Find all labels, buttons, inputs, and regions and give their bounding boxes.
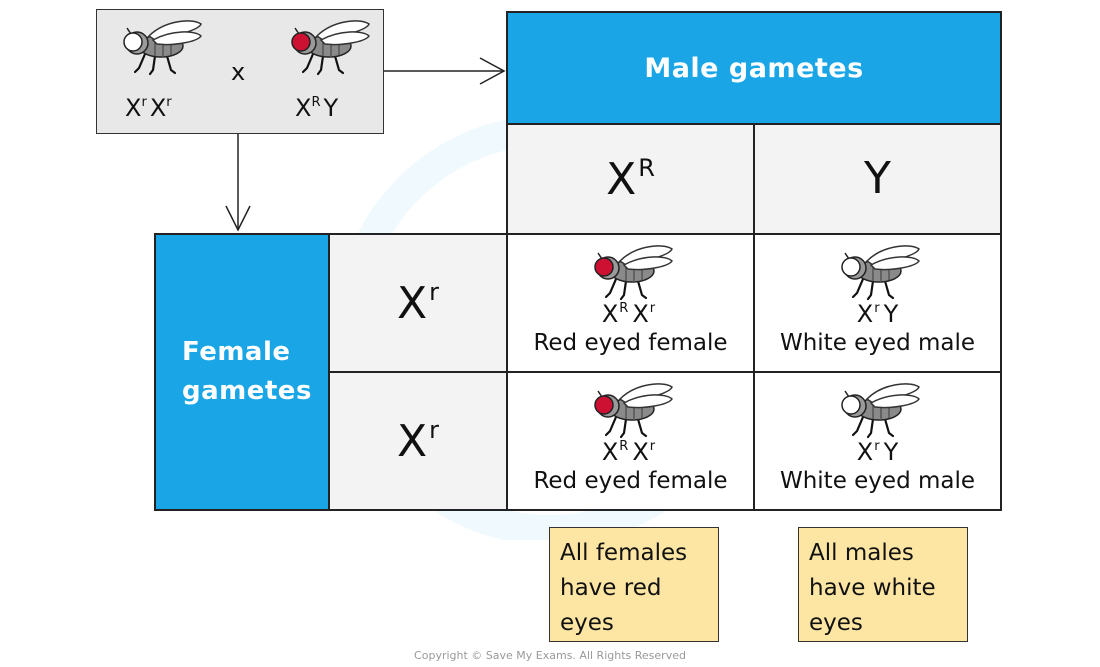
offspring-phenotype: White eyed male [779, 329, 976, 356]
white-eyed-fly-icon [840, 244, 920, 301]
offspring-phenotype: Red eyed female [533, 467, 728, 494]
female-gametes-header: Female gametes [154, 233, 330, 511]
females-note: All females have red eyes [549, 527, 719, 642]
white-eyed-fly-icon [123, 19, 203, 76]
males-note: All males have white eyes [798, 527, 968, 642]
offspring-phenotype: Red eyed female [533, 329, 728, 356]
offspring-phenotype: White eyed male [779, 467, 976, 494]
female-gamete-1: Xr [328, 233, 508, 373]
male-gamete-xr: XR [506, 123, 755, 235]
copyright: Copyright © Save My Exams. All Rights Re… [414, 649, 686, 662]
male-gametes-header: Male gametes [506, 11, 1002, 125]
cross-symbol: x [231, 58, 246, 86]
female-gamete-2: Xr [328, 371, 508, 511]
red-eyed-fly-icon [291, 19, 371, 76]
red-eyed-fly-icon [593, 244, 673, 301]
red-eyed-fly-icon [593, 382, 673, 439]
white-eyed-fly-icon [840, 382, 920, 439]
male-gamete-y: Y [753, 123, 1002, 235]
